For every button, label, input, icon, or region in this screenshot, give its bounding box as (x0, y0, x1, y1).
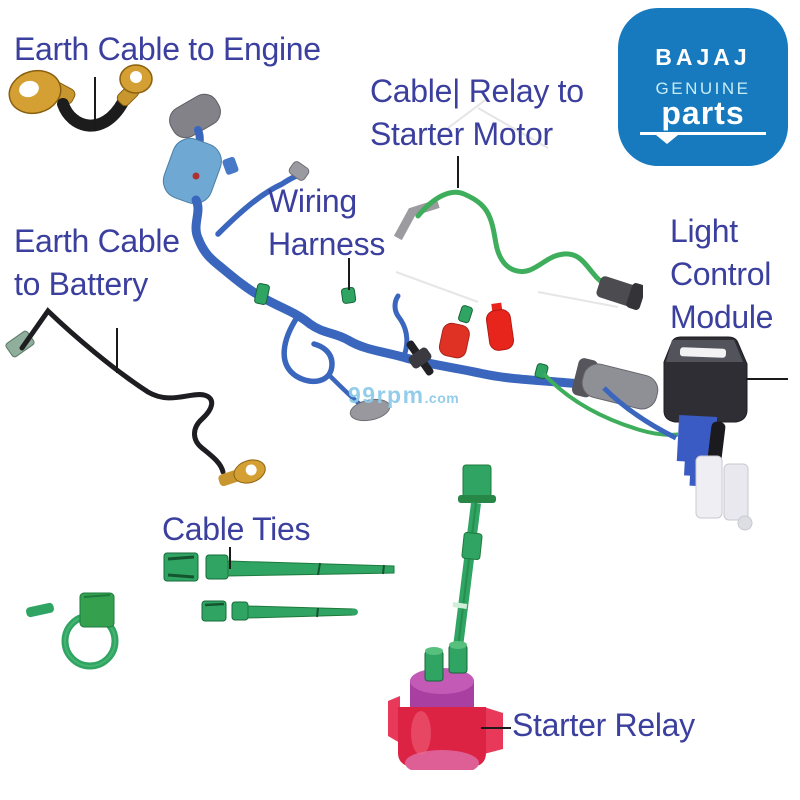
bajaj-logo-badge: BAJAJ GENUINE parts (618, 8, 788, 166)
label-cable-relay-starter: Cable| Relay to Starter Motor (370, 73, 584, 152)
ring-terminal-left (8, 69, 76, 115)
harness-green-clip (340, 286, 357, 304)
earth-cable-engine-image (8, 64, 153, 132)
relay-cable-gray-connector (393, 199, 440, 241)
light-control-module-image (663, 336, 753, 531)
bajaj-parts-text: parts (661, 95, 745, 131)
harness-gray-connector (349, 398, 391, 422)
leader-line-wiring-harness (348, 258, 350, 290)
battery-cable-wire (19, 307, 226, 475)
leader-line-battery-cable (116, 328, 118, 373)
label-cable-ties: Cable Ties (162, 511, 311, 547)
label-earth-cable-battery: Earth Cable to Battery (14, 223, 180, 302)
module-slot (679, 347, 727, 358)
harness-green-clip (254, 283, 270, 305)
leader-line-earth-cable-engine (94, 77, 96, 130)
relay-cable-image (393, 189, 643, 310)
cable-tie-short-image (201, 600, 358, 622)
label-earth-cable-engine: Earth Cable to Engine (14, 31, 321, 67)
bajaj-genuine-text: GENUINE (655, 79, 751, 98)
watermark-suffix: .com (424, 390, 460, 406)
harness-red-boot (438, 322, 470, 359)
harness-gray-cap (169, 93, 221, 139)
harness-black-connector (406, 340, 434, 376)
starter-relay-body (388, 641, 503, 770)
watermark-text: 99rpm (348, 382, 425, 408)
battery-cable-image (5, 307, 266, 487)
relay-cable-terminal (596, 276, 643, 310)
harness-green-clip (458, 305, 473, 324)
starter-relay-plunger (452, 464, 496, 656)
cable-tie-rolled-image (26, 592, 119, 670)
harness-blue-connector (162, 137, 222, 205)
relay-cable-wire (415, 189, 613, 291)
cable-tie-long-image (163, 552, 395, 582)
wiring-harness-image (162, 93, 678, 441)
label-wiring-harness: Wiring Harness (268, 183, 386, 262)
engine-cable-wire (57, 96, 129, 132)
leader-line-cable-ties (229, 547, 231, 569)
bajaj-brand-text: BAJAJ (655, 44, 751, 70)
leader-line-relay-cable (457, 156, 459, 188)
label-starter-relay: Starter Relay (512, 707, 695, 743)
battery-cable-ring-terminal (218, 459, 266, 487)
harness-red-cap (485, 302, 515, 351)
leader-line-light-control-module (746, 378, 788, 380)
watermark: 99rpm.com (348, 382, 459, 409)
harness-cylinder-terminal (571, 358, 659, 410)
harness-main-trunk (191, 195, 609, 393)
ring-terminal-right (116, 64, 153, 107)
harness-small-blue-plug (222, 156, 239, 175)
label-light-control-module: Light Control Module (670, 213, 774, 335)
module-white-connector (695, 455, 753, 531)
bajaj-logo-underline-icon (640, 132, 766, 144)
starter-relay-image (388, 464, 503, 770)
leader-line-starter-relay (481, 727, 511, 729)
